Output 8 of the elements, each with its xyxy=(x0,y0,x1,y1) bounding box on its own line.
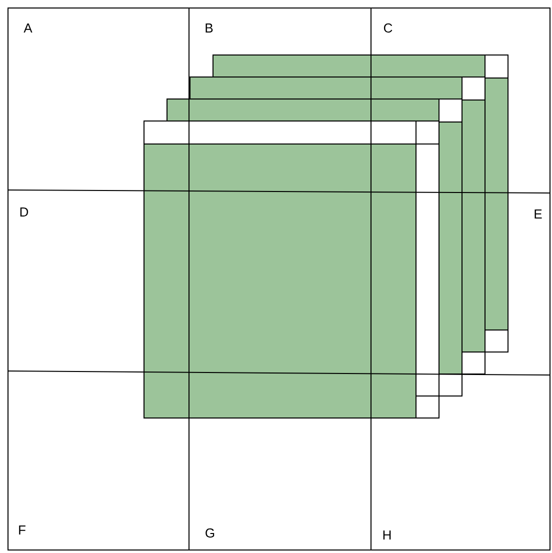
cell-letter: A xyxy=(24,24,32,32)
cell-letter: B xyxy=(206,24,213,32)
cell-letter: E xyxy=(534,210,542,218)
cell-letter: G xyxy=(206,528,214,538)
cell-letter: D xyxy=(20,208,28,216)
cell-letter: C xyxy=(384,23,392,33)
cell-letter: H xyxy=(383,530,391,540)
cell-letter: F xyxy=(19,526,26,534)
